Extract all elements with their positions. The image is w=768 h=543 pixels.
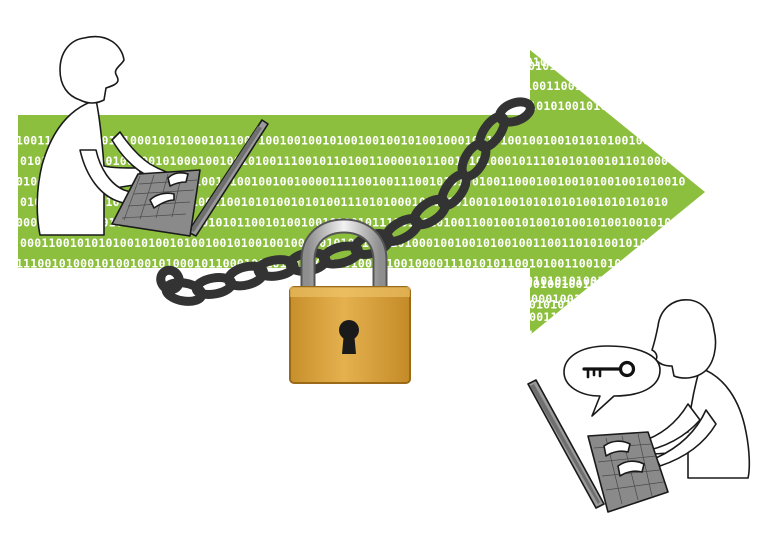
sender-person [36, 35, 183, 236]
chain-icon [156, 97, 535, 306]
binary-row: 0101010010100100100101000100100101001110… [20, 154, 668, 168]
binary-row: 1001100101000101000101010001011000100100… [16, 134, 686, 148]
arrow-shape [18, 50, 705, 335]
binary-row: 0101010100101011001010101001100101010010… [526, 274, 768, 288]
receiver-laptop [527, 379, 669, 513]
binary-row: 0101100101010010001001001001010100100110… [20, 55, 732, 69]
binary-row: 0101100101010010001001001001010100100110… [528, 59, 768, 73]
sender-laptop [111, 119, 269, 237]
key-icon [582, 360, 636, 379]
key-speech-bubble [563, 345, 661, 417]
binary-row: 0000100101010101001001010001010110010100… [524, 292, 768, 306]
binary-row: 0101010010100100100101000100100101001110… [522, 99, 768, 113]
binary-row: 1001100101000101000101010001011000100100… [525, 79, 768, 93]
padlock-icon [289, 218, 411, 384]
binary-row: 0001100101010100101001010010010100100100… [522, 310, 768, 324]
receiver-person [639, 299, 751, 479]
binary-row: 1110010100010100100101000101100010010101… [520, 328, 768, 342]
